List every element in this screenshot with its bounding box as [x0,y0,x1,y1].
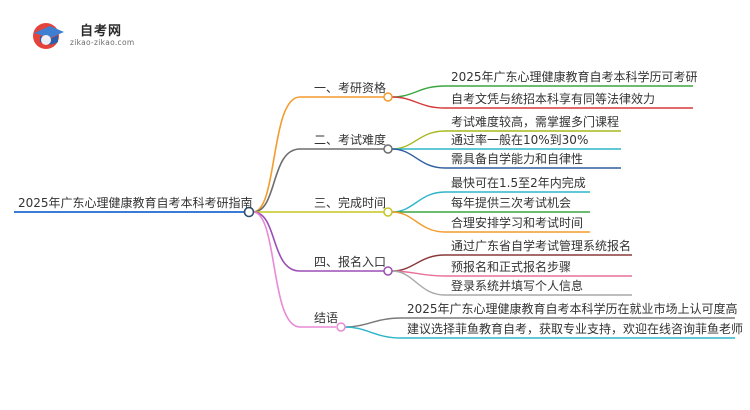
leaf-connector [391,270,446,296]
branch-label[interactable]: 结语 [314,311,339,325]
leaf-label[interactable]: 最快可在1.5至2年内完成 [451,176,586,190]
branch-label[interactable]: 一、考研资格 [314,81,387,95]
leaf-connector [344,317,402,328]
root-topic[interactable]: 2025年广东心理健康教育自考本科考研指南 [18,196,253,210]
root-node [243,206,255,218]
leaf-label[interactable]: 每年提供三次考试机会 [451,196,572,210]
leaf-connector [391,96,446,109]
site-logo[interactable]: 自考网 zikao-zikao.com [28,18,158,54]
leaf-label[interactable]: 登录系统并填写个人信息 [451,279,584,293]
logo-title: 自考网 [80,24,123,39]
leaf-label[interactable]: 自考文凭与统招本科享有同等法律效力 [451,92,656,106]
leaf-connector [391,211,446,233]
leaf-connector [391,130,446,150]
branch-connector [252,148,301,213]
branch-connector [252,96,301,213]
branch-connector [252,211,301,328]
branch-label[interactable]: 四、报名入口 [314,255,387,269]
branch-connector [252,211,301,272]
leaf-connector [344,326,402,339]
leaf-label[interactable]: 考试难度较高，需掌握多门课程 [451,115,620,129]
branch-node [383,266,393,276]
leaf-label[interactable]: 2025年广东心理健康教育自考本科学历在就业市场上认可度高 [407,302,738,316]
leaf-label[interactable]: 需具备自学能力和自律性 [451,152,584,166]
leaf-connector [391,191,446,213]
branch-node [383,144,393,154]
leaf-label[interactable]: 通过广东省自学考试管理系统报名 [451,239,632,253]
leaf-connector [391,254,446,272]
branch-node [383,92,393,102]
logo-subtitle: zikao-zikao.com [70,38,135,47]
leaf-label[interactable]: 2025年广东心理健康教育自考本科学历可考研 [451,70,698,84]
branch-node [336,322,346,332]
leaf-connector [391,148,446,169]
leaf-label[interactable]: 建议选择菲鱼教育自考，获取专业支持，欢迎在线咨询菲鱼老师 [407,322,744,336]
leaf-label[interactable]: 合理安排学习和考试时间 [451,216,584,230]
leaf-connector [391,85,446,98]
branch-node [383,207,393,217]
leaf-label[interactable]: 预报名和正式报名步骤 [451,260,572,274]
leaf-label[interactable]: 通过率一般在10%到30% [451,133,589,147]
branch-label[interactable]: 二、考试难度 [314,133,387,147]
graduation-cap-icon [33,23,64,49]
branch-label[interactable]: 三、完成时间 [314,196,387,210]
